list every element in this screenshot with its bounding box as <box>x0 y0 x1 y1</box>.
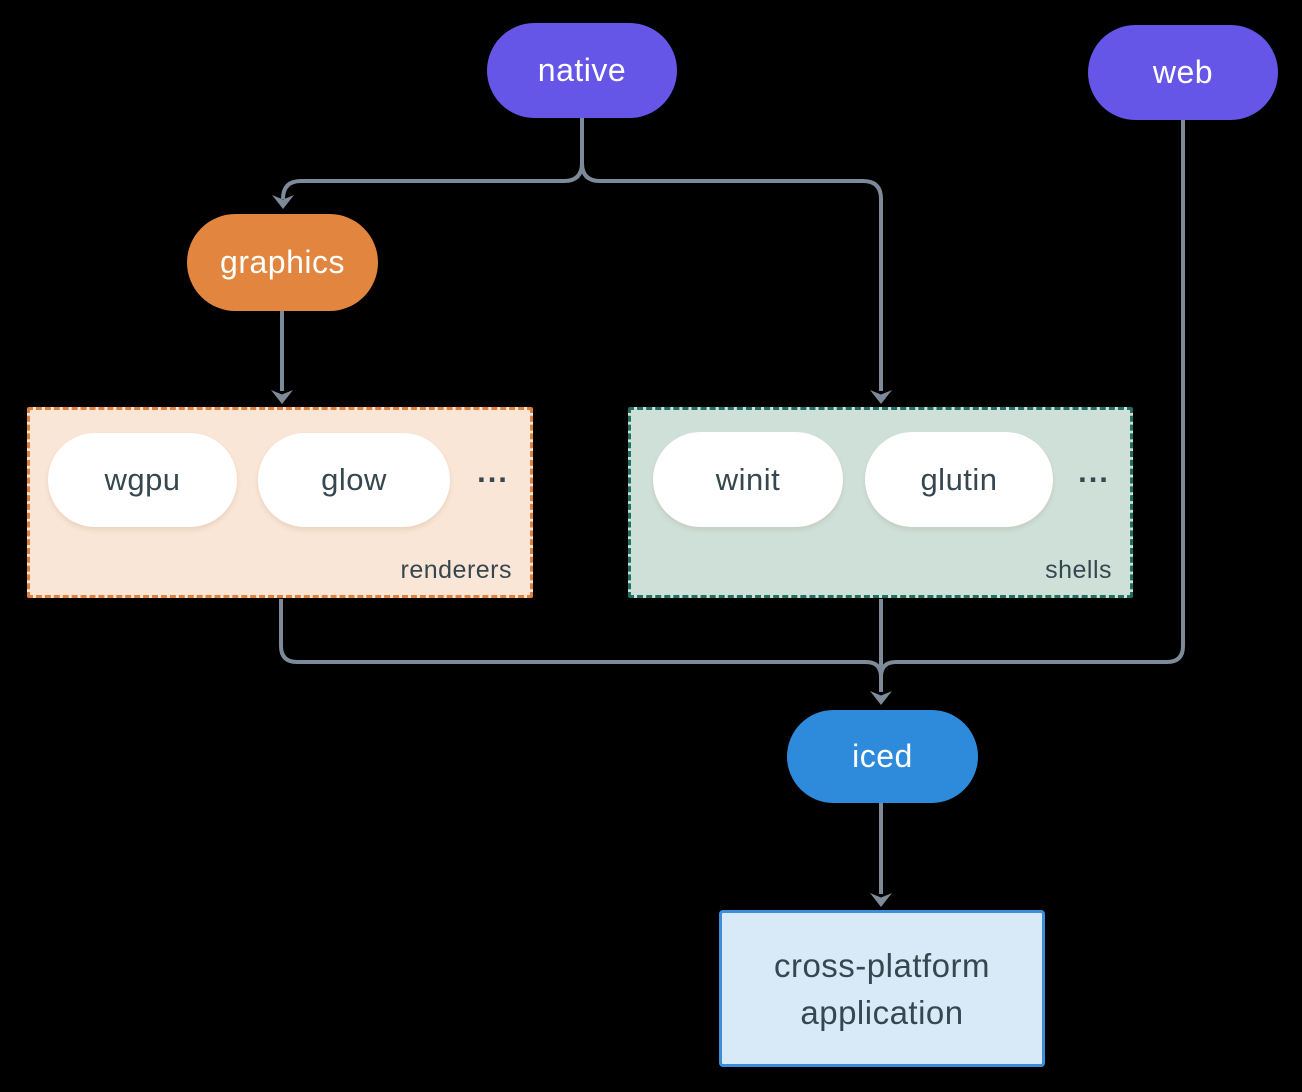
arrowhead-shells <box>870 390 892 404</box>
app-box-line1: cross-platform <box>773 946 991 984</box>
node-iced-label: iced <box>852 738 913 774</box>
node-glow-label: glow <box>321 462 387 497</box>
edge-renderers-to-junction <box>279 599 866 664</box>
node-wgpu: wgpu <box>48 433 237 527</box>
renderers-ellipsis: ... <box>477 454 509 489</box>
app-box-line2: application <box>800 993 964 1031</box>
arrowhead-renderers <box>271 390 293 404</box>
edge-junction-merge-right <box>879 660 897 678</box>
node-web: web <box>1088 25 1278 120</box>
node-glutin-label: glutin <box>920 461 998 497</box>
node-iced: iced <box>787 710 978 803</box>
edge-web-to-junction <box>896 120 1185 664</box>
node-glutin: glutin <box>865 432 1053 527</box>
edge-junction-merge-left <box>865 660 883 678</box>
node-native-label: native <box>537 52 627 88</box>
node-graphics-label: graphics <box>220 244 345 280</box>
arrowhead-graphics <box>272 195 294 209</box>
node-native: native <box>487 23 677 118</box>
node-graphics: graphics <box>187 214 378 311</box>
arrowhead-app <box>870 893 892 907</box>
group-renderers: wgpu glow ... renderers <box>27 407 533 598</box>
edge-native-to-graphics <box>281 118 584 200</box>
node-winit: winit <box>653 432 843 527</box>
node-web-label: web <box>1152 54 1214 90</box>
group-shells: winit glutin ... shells <box>628 407 1133 598</box>
node-glow: glow <box>258 433 450 527</box>
shells-ellipsis: ... <box>1078 454 1110 489</box>
node-wgpu-label: wgpu <box>104 462 181 497</box>
arrowhead-iced <box>870 691 892 705</box>
app-box: cross-platform application <box>719 910 1045 1067</box>
node-winit-label: winit <box>715 461 781 497</box>
shells-group-label: shells <box>1045 556 1112 584</box>
renderers-group-label: renderers <box>400 556 512 584</box>
edge-native-to-shells <box>580 162 883 391</box>
